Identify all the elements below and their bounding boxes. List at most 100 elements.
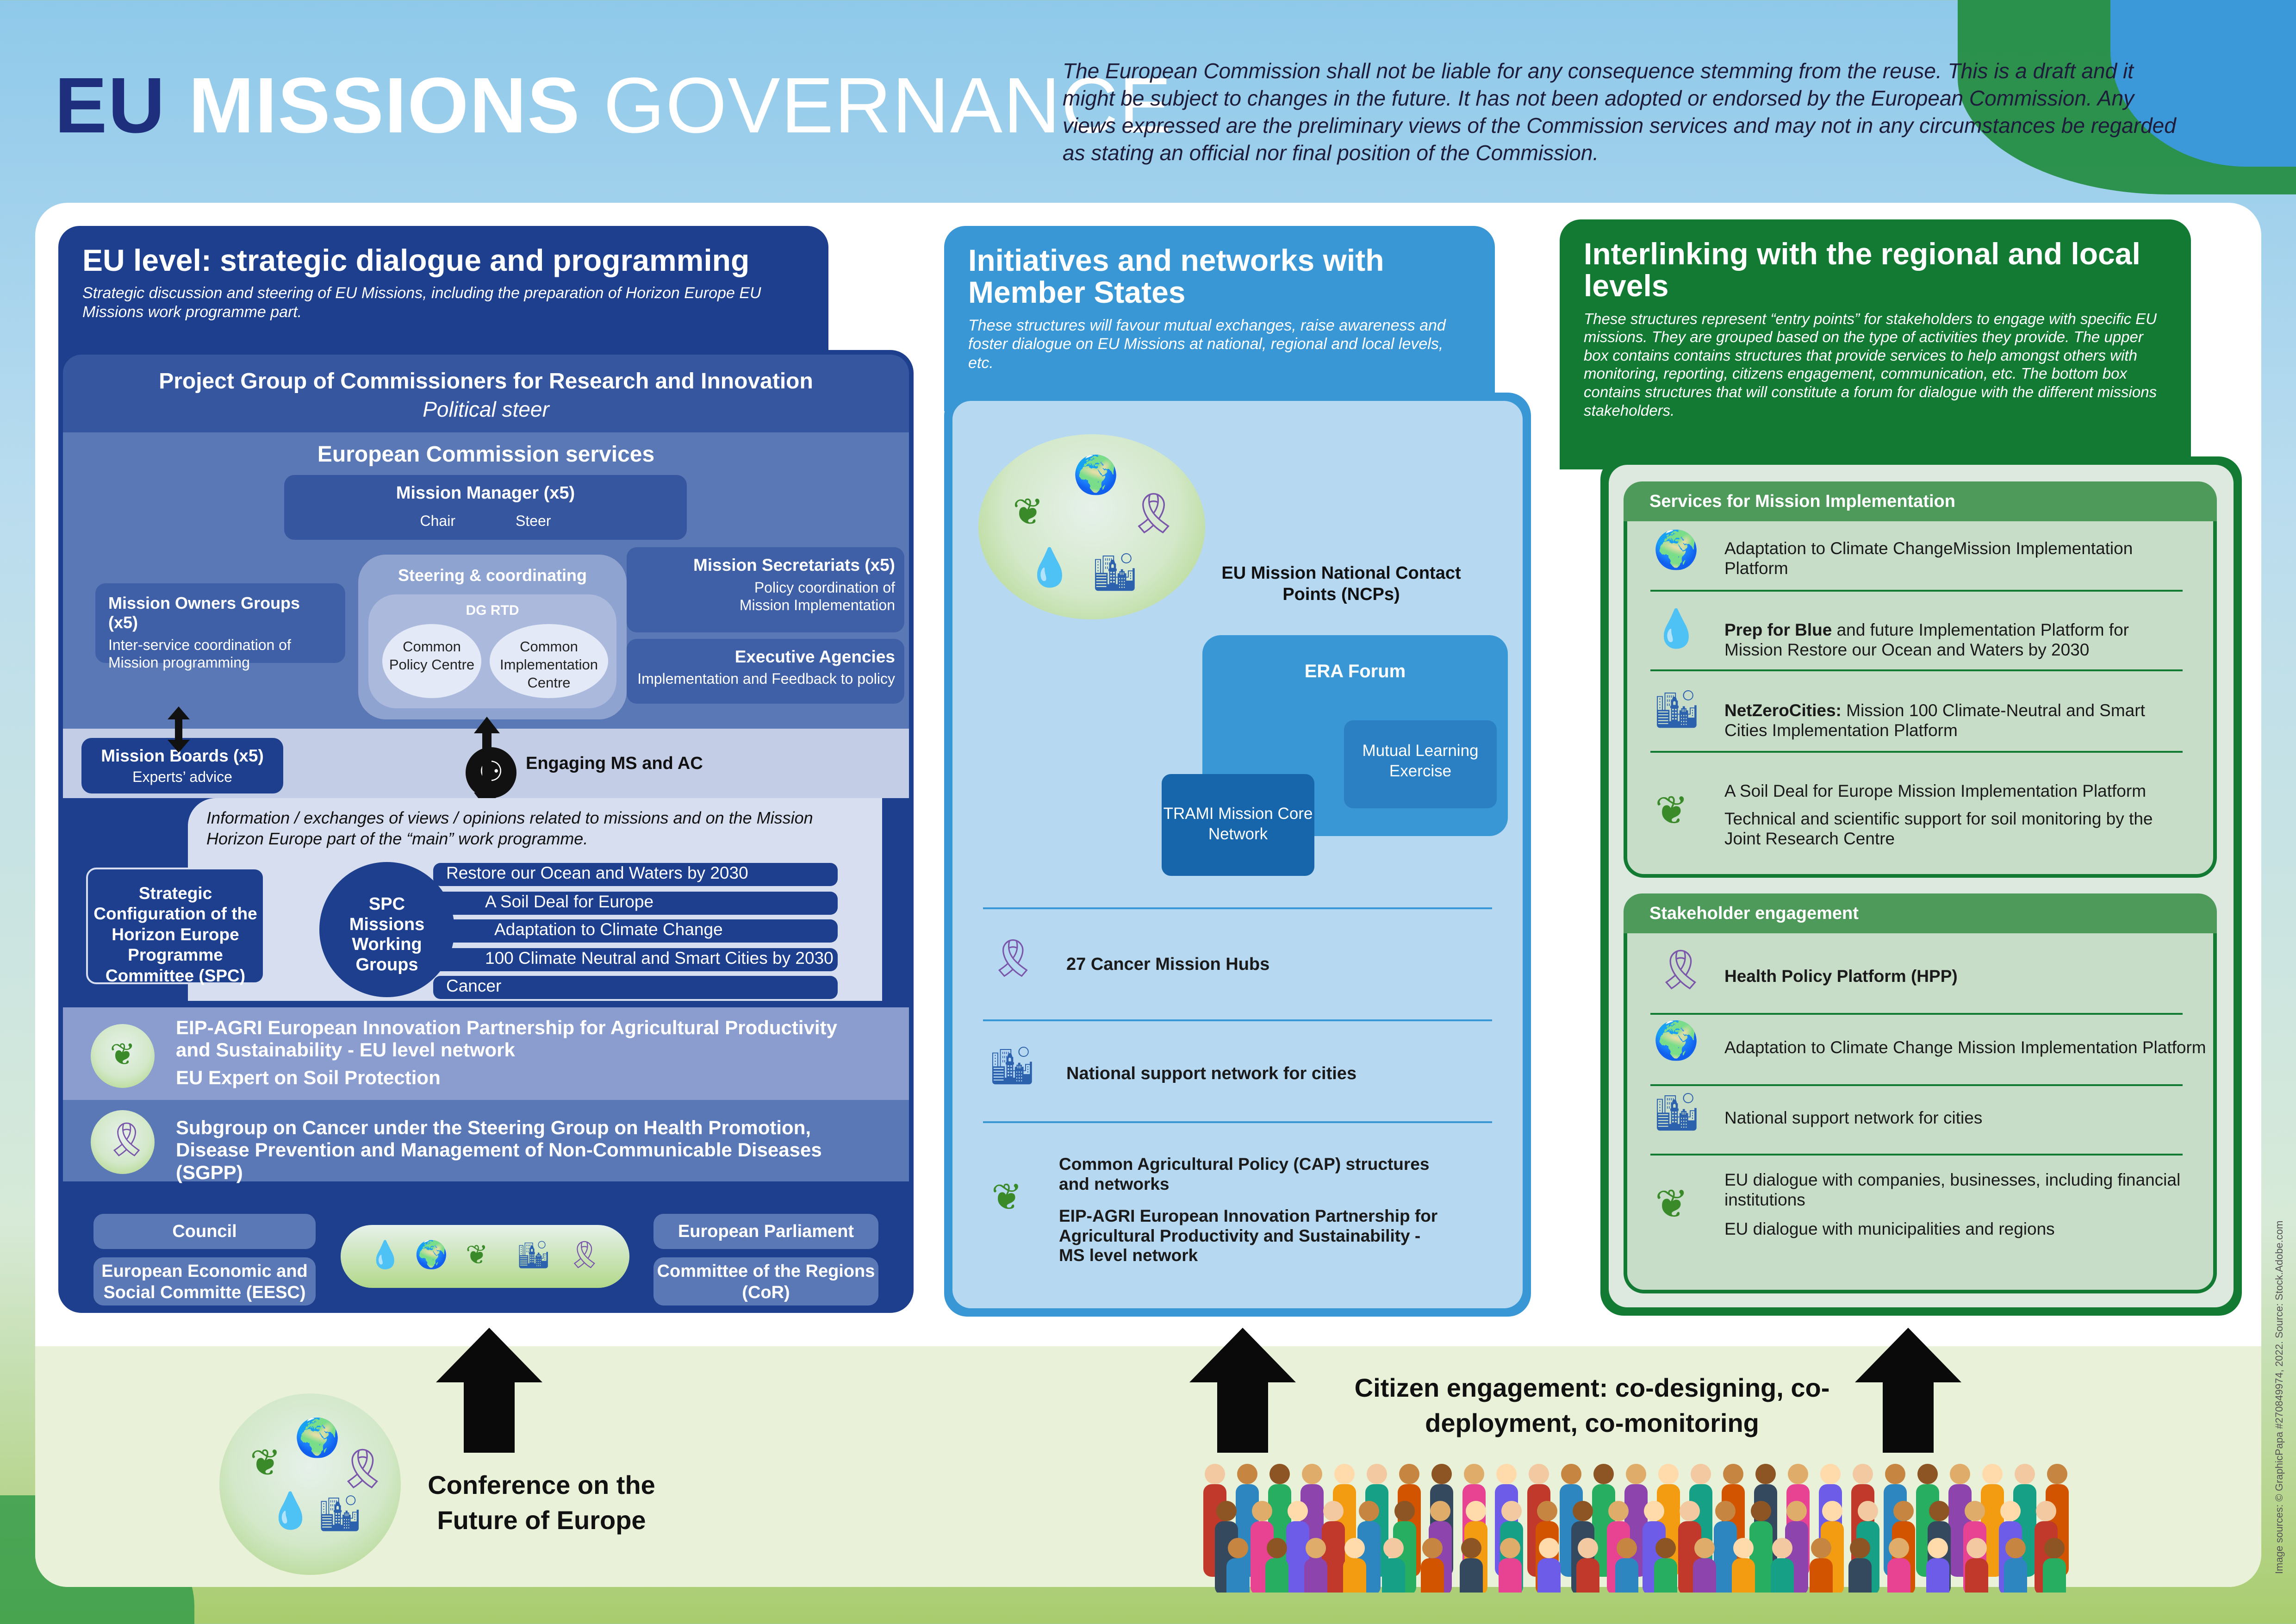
person-head	[1755, 1464, 1776, 1484]
person-figure	[1460, 1558, 1483, 1593]
person-figure	[1322, 1521, 1345, 1593]
col3-subtitle: These structures represent “entry points…	[1584, 310, 2157, 419]
city-building-icon: 🏙	[1653, 688, 1700, 730]
person-head	[1561, 1464, 1581, 1484]
person-head	[2015, 1464, 2035, 1484]
person-head	[1715, 1501, 1736, 1521]
mission-secretariats-box: Mission Secretariats (x5) Policy coordin…	[627, 547, 904, 632]
col1-panel: Project Group of Commissioners for Resea…	[58, 350, 914, 1313]
services-box: Services for Mission Implementation 🌍 Ad…	[1624, 481, 2217, 878]
eip-ms-text: EIP-AGRI European Innovation Partnership…	[1059, 1206, 1438, 1265]
separator	[983, 907, 1492, 909]
person-head	[1820, 1464, 1841, 1484]
boards-text: Experts’ advice	[132, 768, 232, 785]
person-figure	[1926, 1558, 1949, 1593]
person-head	[1929, 1501, 1949, 1521]
person-figure	[1615, 1558, 1638, 1593]
city-building-icon: 🏙	[989, 1045, 1036, 1086]
up-arrow-icon	[436, 1328, 542, 1453]
person-figure	[1714, 1521, 1737, 1593]
sgpp-text: Subgroup on Cancer under the Steering Gr…	[176, 1117, 822, 1183]
separator	[1650, 1013, 2183, 1015]
disclaimer: The European Commission shall not be lia…	[1063, 59, 2176, 165]
person-head	[1216, 1501, 1237, 1521]
conference-circle	[219, 1393, 401, 1575]
person-head	[1466, 1501, 1486, 1521]
separator	[983, 1019, 1492, 1021]
separator	[1650, 669, 2183, 671]
city-building-icon: 🏙	[516, 1240, 551, 1270]
person-head	[1537, 1501, 1557, 1521]
person-head	[1928, 1538, 1948, 1558]
person-head	[1858, 1501, 1878, 1521]
person-head	[1626, 1464, 1646, 1484]
person-figure	[1343, 1558, 1366, 1593]
jrc-text: Technical and scientific support for soi…	[1724, 809, 2153, 848]
person-figure	[1304, 1558, 1327, 1593]
mle-box: Mutual Learning Exercise	[1344, 720, 1497, 808]
executive-agencies-box: Executive Agencies Implementation and Fe…	[627, 639, 904, 704]
person-head	[1644, 1501, 1664, 1521]
person-head	[2005, 1538, 2026, 1558]
water-drop-icon: 💧	[368, 1240, 402, 1270]
person-head	[1367, 1464, 1387, 1484]
person-head	[1593, 1464, 1614, 1484]
person-head	[1422, 1538, 1443, 1558]
person-head	[1822, 1501, 1842, 1521]
dg-rtd: DG RTD	[466, 603, 519, 618]
globe-thermometer-icon: 🌍	[1653, 529, 1699, 570]
person-head	[1982, 1464, 2003, 1484]
person-figure	[1576, 1558, 1599, 1593]
parliament-box: European Parliament	[653, 1214, 878, 1249]
person-head	[1288, 1501, 1308, 1521]
eesc-box: European Economic and Social Committe (E…	[93, 1257, 316, 1305]
citizen-engagement-label: Citizen engagement: co-designing, co-dep…	[1354, 1373, 1830, 1437]
col3-header: Interlinking with the regional and local…	[1560, 219, 2191, 469]
double-arrow-icon	[168, 706, 190, 753]
cancer-hubs: 27 Cancer Mission Hubs	[1066, 955, 1270, 974]
person-head	[1723, 1464, 1743, 1484]
person-head	[1501, 1501, 1522, 1521]
ec-services-band: European Commission services Mission Man…	[63, 432, 909, 729]
era-forum-title: ERA Forum	[1304, 661, 1406, 681]
steer-label: Steer	[515, 512, 551, 529]
water-drop-icon: 💧	[1653, 608, 1699, 649]
council-box: Council	[93, 1214, 316, 1249]
spc-item: 100 Climate Neutral and Smart Cities by …	[433, 948, 838, 971]
person-head	[1237, 1464, 1257, 1484]
person-head	[1694, 1538, 1715, 1558]
municipalities-text: EU dialogue with municipalities and regi…	[1724, 1219, 2055, 1238]
companies-text: EU dialogue with companies, businesses, …	[1724, 1170, 2181, 1209]
person-head	[1608, 1501, 1629, 1521]
col2-header: Initiatives and networks with Member Sta…	[944, 226, 1495, 411]
person-head	[2000, 1501, 2021, 1521]
person-figure	[1749, 1521, 1773, 1593]
soil-plant-circle	[91, 1024, 155, 1088]
person-figure	[1226, 1558, 1250, 1593]
spc-area: Information / exchanges of views / opini…	[63, 798, 909, 1008]
person-head	[2044, 1538, 2065, 1558]
soil-expert-text: EU Expert on Soil Protection	[176, 1067, 441, 1088]
person-head	[1464, 1464, 1484, 1484]
person-head	[1461, 1538, 1481, 1558]
cor-box: Committee of the Regions (CoR)	[653, 1257, 878, 1305]
globe-thermometer-icon: 🌍	[415, 1240, 448, 1270]
person-figure	[1810, 1558, 1833, 1593]
person-head	[1399, 1464, 1419, 1484]
water-drop-icon: 💧	[1027, 547, 1073, 588]
water-drop-icon: 💧	[268, 1491, 312, 1530]
person-head	[2047, 1464, 2067, 1484]
owners-text: Inter-service coordination of Mission pr…	[108, 637, 291, 671]
person-head	[1965, 1501, 1985, 1521]
person-head	[1853, 1464, 1873, 1484]
ec-services-title: European Commission services	[317, 442, 655, 467]
ncp-circle	[978, 434, 1205, 619]
person-head	[1431, 1464, 1452, 1484]
person-figure	[1771, 1558, 1794, 1593]
stakeholder-box: Stakeholder engagement 🎗 Health Policy P…	[1624, 893, 2217, 1293]
person-figure	[1499, 1558, 1522, 1593]
person-head	[1228, 1538, 1248, 1558]
person-head	[1786, 1501, 1807, 1521]
person-head	[1306, 1538, 1326, 1558]
missions-icon-strip: 💧 🌍 ❦ 🏙 🎗	[341, 1225, 629, 1288]
